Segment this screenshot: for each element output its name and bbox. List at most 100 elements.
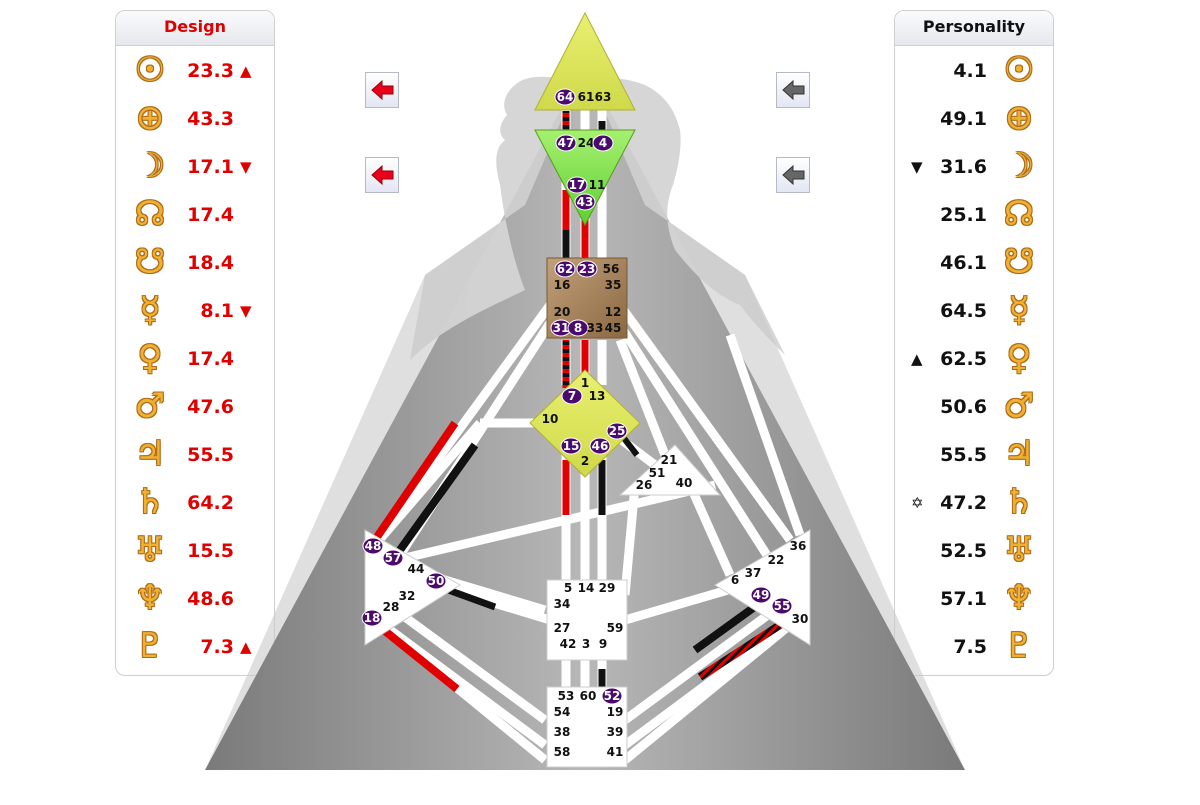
gate-30[interactable]: 30 <box>792 612 809 626</box>
moon-icon: ☽ <box>134 146 166 186</box>
gate-9[interactable]: 9 <box>599 637 607 651</box>
gate-64[interactable]: 64 <box>557 90 574 104</box>
gate-33[interactable]: 33 <box>587 321 604 335</box>
head-center[interactable] <box>534 11 636 111</box>
gate-34[interactable]: 34 <box>554 597 571 611</box>
gate-60[interactable]: 60 <box>580 689 597 703</box>
gate-59[interactable]: 59 <box>607 621 624 635</box>
gate-14[interactable]: 14 <box>578 581 595 595</box>
gate-29[interactable]: 29 <box>599 581 616 595</box>
active-gate-marker <box>567 319 589 337</box>
gate-23[interactable]: 23 <box>579 262 596 276</box>
gate-1[interactable]: 1 <box>581 376 589 390</box>
gate-12[interactable]: 12 <box>605 305 622 319</box>
personality-gate-value: 25.1 <box>940 204 987 226</box>
gate-48[interactable]: 48 <box>365 539 382 553</box>
design-row: ♃55.5 <box>116 431 274 479</box>
personality-row: ♆57.1 <box>895 575 1053 623</box>
gate-16[interactable]: 16 <box>554 278 571 292</box>
gate-52[interactable]: 52 <box>604 689 621 703</box>
gate-27[interactable]: 27 <box>554 621 571 635</box>
design-row: ☊17.4 <box>116 191 274 239</box>
north-node-icon: ☊ <box>1003 194 1035 234</box>
gate-26[interactable]: 26 <box>636 478 653 492</box>
gate-50[interactable]: 50 <box>428 574 445 588</box>
gate-31[interactable]: 31 <box>553 321 570 335</box>
gate-45[interactable]: 45 <box>605 321 622 335</box>
gate-54[interactable]: 54 <box>554 705 571 719</box>
active-gate-marker <box>555 134 577 152</box>
gate-58[interactable]: 58 <box>554 745 571 759</box>
active-gate-marker <box>560 437 582 455</box>
gate-51[interactable]: 51 <box>649 466 666 480</box>
gate-20[interactable]: 20 <box>554 305 571 319</box>
design-fixing-mark: ▼ <box>240 302 252 320</box>
sun-icon: ☉ <box>134 50 166 90</box>
gate-5[interactable]: 5 <box>564 581 572 595</box>
gate-46[interactable]: 46 <box>592 439 609 453</box>
gate-39[interactable]: 39 <box>607 725 624 739</box>
gate-56[interactable]: 56 <box>603 262 620 276</box>
background-left-ray <box>205 65 585 770</box>
sun-icon: ☉ <box>1003 50 1035 90</box>
ego-center[interactable] <box>618 444 722 496</box>
gate-62[interactable]: 62 <box>557 262 574 276</box>
gate-8[interactable]: 8 <box>574 321 582 335</box>
gate-25[interactable]: 25 <box>609 424 626 438</box>
design-row: ♅15.5 <box>116 527 274 575</box>
personality-arrow-bottom[interactable] <box>776 157 810 193</box>
gate-41[interactable]: 41 <box>607 745 624 759</box>
gate-18[interactable]: 18 <box>364 611 381 625</box>
ajna-center[interactable] <box>534 129 636 227</box>
active-gate-marker <box>561 387 583 405</box>
gate-35[interactable]: 35 <box>605 278 622 292</box>
gate-47[interactable]: 47 <box>558 136 575 150</box>
g-center[interactable] <box>529 369 641 478</box>
gate-13[interactable]: 13 <box>589 389 606 403</box>
pluto-icon: ♇ <box>1003 626 1035 666</box>
gate-11[interactable]: 11 <box>589 178 606 192</box>
saturn-icon: ♄ <box>1003 482 1035 522</box>
design-arrow-top[interactable] <box>365 72 399 108</box>
gate-42[interactable]: 42 <box>560 637 577 651</box>
gate-19[interactable]: 19 <box>607 705 624 719</box>
personality-row: ☿64.5 <box>895 287 1053 335</box>
gate-7[interactable]: 7 <box>568 389 576 403</box>
gate-10[interactable]: 10 <box>542 412 559 426</box>
gate-61[interactable]: 61 <box>578 90 595 104</box>
gate-44[interactable]: 44 <box>408 562 425 576</box>
design-arrow-bottom[interactable] <box>365 157 399 193</box>
personality-arrow-top[interactable] <box>776 72 810 108</box>
sacral-center[interactable] <box>546 579 628 661</box>
jupiter-icon: ♃ <box>134 434 166 474</box>
active-gate-marker <box>574 193 596 211</box>
gate-49[interactable]: 49 <box>753 588 770 602</box>
neptune-icon: ♆ <box>1003 578 1035 618</box>
gate-38[interactable]: 38 <box>554 725 571 739</box>
gate-22[interactable]: 22 <box>768 553 785 567</box>
gate-21[interactable]: 21 <box>661 453 678 467</box>
north-node-icon: ☊ <box>134 194 166 234</box>
gate-55[interactable]: 55 <box>774 599 791 613</box>
personality-row: ⊕49.1 <box>895 95 1053 143</box>
gate-15[interactable]: 15 <box>563 439 580 453</box>
gate-36[interactable]: 36 <box>790 539 807 553</box>
gate-2[interactable]: 2 <box>581 454 589 468</box>
gate-32[interactable]: 32 <box>399 589 416 603</box>
personality-title: Personality <box>895 11 1053 46</box>
personality-gate-value: 47.2 <box>940 492 987 514</box>
gate-28[interactable]: 28 <box>383 600 400 614</box>
design-gate-value: 15.5 <box>187 540 234 562</box>
gate-6[interactable]: 6 <box>731 573 739 587</box>
gate-4[interactable]: 4 <box>599 136 607 150</box>
gate-43[interactable]: 43 <box>577 195 594 209</box>
gate-24[interactable]: 24 <box>578 136 595 150</box>
gate-17[interactable]: 17 <box>569 178 586 192</box>
gate-40[interactable]: 40 <box>676 476 693 490</box>
gate-3[interactable]: 3 <box>582 637 590 651</box>
gate-63[interactable]: 63 <box>595 90 612 104</box>
gate-37[interactable]: 37 <box>745 566 762 580</box>
gate-57[interactable]: 57 <box>385 551 402 565</box>
gate-53[interactable]: 53 <box>558 689 575 703</box>
